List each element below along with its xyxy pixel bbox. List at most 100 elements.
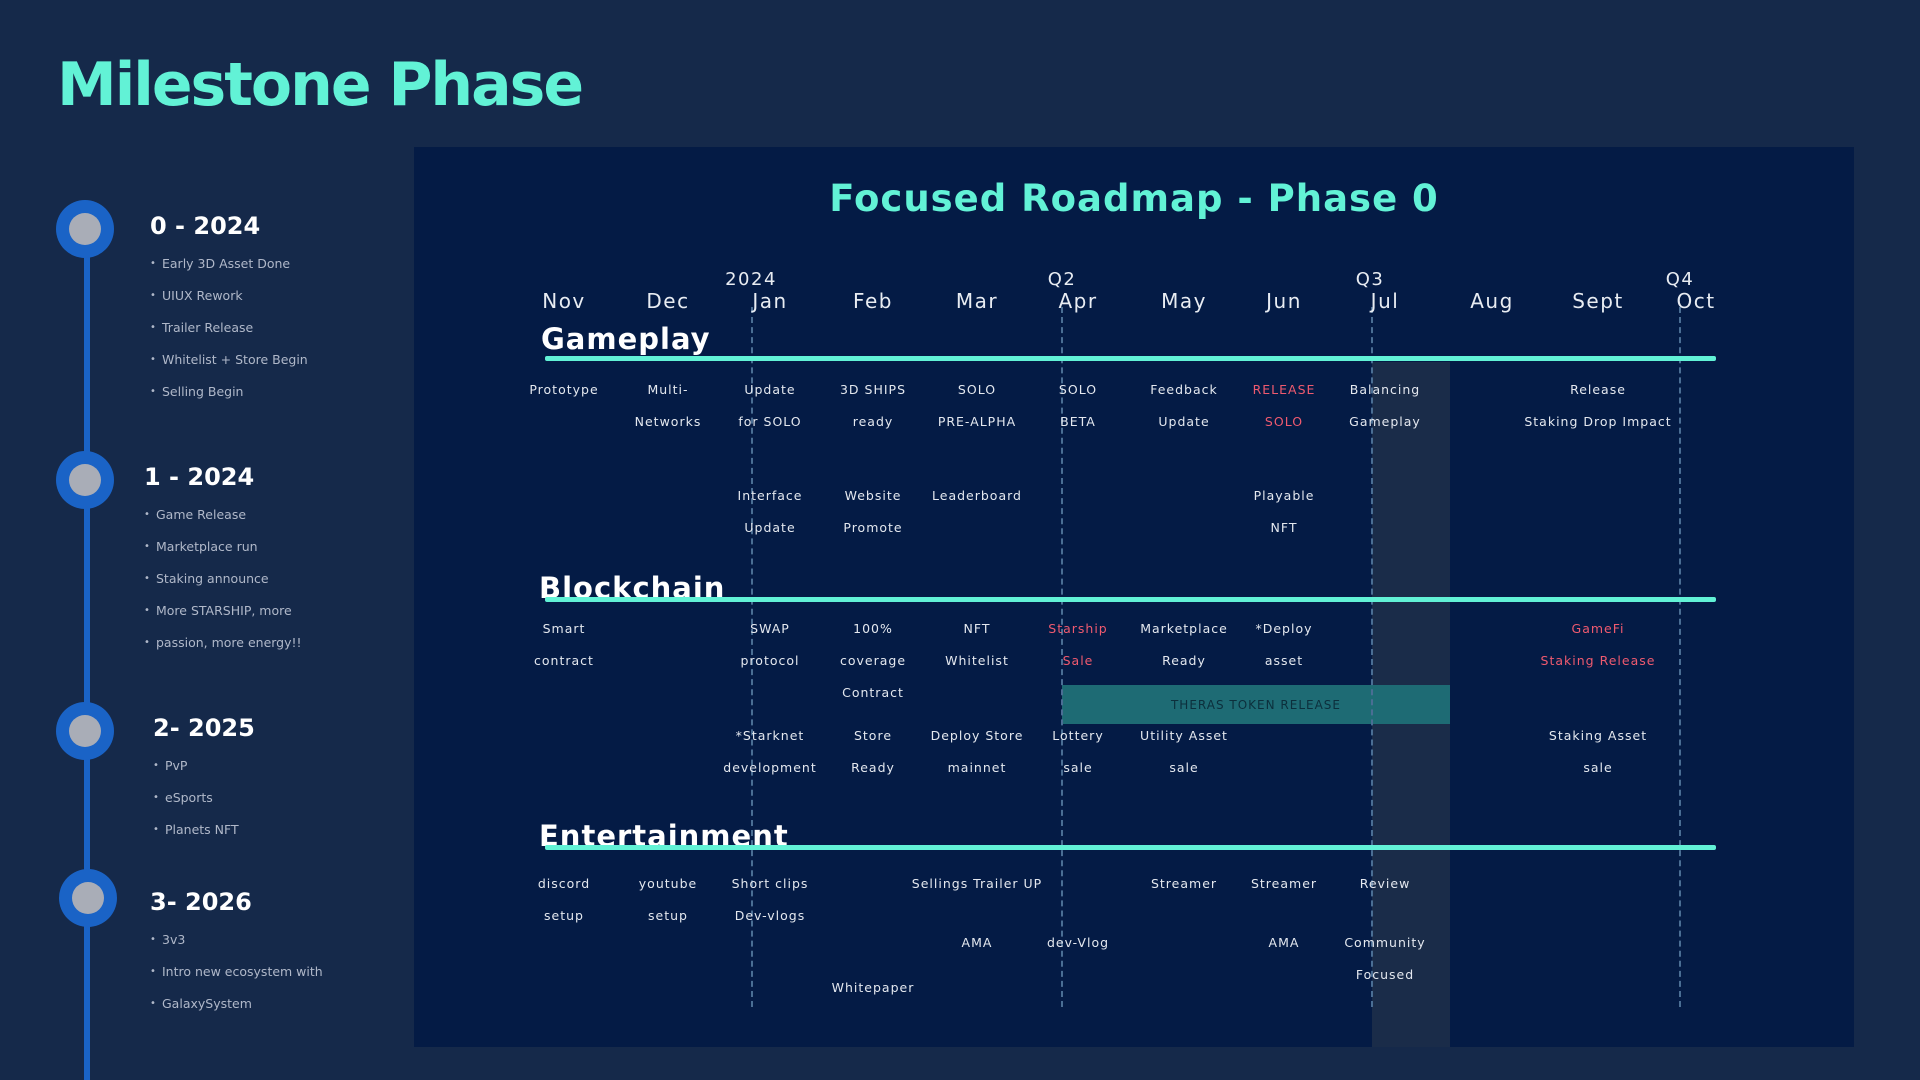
roadmap-task: Review [1360, 868, 1411, 900]
roadmap-task: Sellings Trailer UP [912, 868, 1042, 900]
task-line: NFT [1270, 520, 1298, 535]
milestone-item: 3v3 [150, 924, 323, 956]
month-label: Jul [1370, 289, 1400, 313]
task-line: Website [844, 488, 902, 503]
month-label: Apr [1058, 289, 1098, 313]
month-label: Oct [1676, 289, 1716, 313]
milestone-node-2 [56, 702, 114, 760]
roadmap-task: Leaderboard [932, 480, 1022, 512]
roadmap-task: Streamer [1251, 868, 1317, 900]
task-line: sale [1583, 760, 1613, 775]
roadmap-task: Staking Asset sale [1549, 720, 1647, 784]
milestone-timeline-line [84, 228, 90, 1080]
task-line: Update [1158, 414, 1210, 429]
task-line: asset [1264, 653, 1304, 668]
token-release-bar: THERAS TOKEN RELEASE [1062, 685, 1450, 724]
section-line-blockchain [545, 597, 1716, 602]
task-line: RELEASE [1252, 382, 1316, 397]
milestone-item: More STARSHIP, more [144, 595, 302, 627]
task-line: Staking Drop Impact [1524, 414, 1672, 429]
milestone-1: 1 - 2024Game ReleaseMarketplace runStaki… [144, 463, 302, 659]
roadmap-task: Smart contract [534, 613, 594, 677]
quarter-label: 2024 [725, 269, 777, 290]
milestone-items: 3v3Intro new ecosystem withGalaxySystem [150, 924, 323, 1020]
section-line-entertainment [545, 845, 1716, 850]
task-line: *Starknet [735, 728, 805, 743]
roadmap-task: discord setup [538, 868, 590, 932]
task-line: Ready [851, 760, 895, 775]
quarter-divider [1371, 307, 1373, 1007]
task-line: Balancing [1349, 382, 1421, 397]
month-label: Jan [752, 289, 788, 313]
roadmap-task: Multi- Networks [635, 374, 702, 438]
task-line: AMA [1268, 935, 1300, 950]
task-line: Whitepaper [831, 980, 915, 995]
task-line: Short clips [731, 876, 809, 891]
task-line: Release [1570, 382, 1626, 397]
task-line: Lottery [1052, 728, 1104, 743]
task-line: contract [534, 653, 594, 668]
task-line: development [723, 760, 817, 775]
milestone-node-0 [56, 200, 114, 258]
month-label: Nov [542, 289, 586, 313]
task-line: Review [1359, 876, 1411, 891]
task-line: sale [1169, 760, 1199, 775]
milestone-heading: 3- 2026 [150, 888, 252, 916]
task-line: SWAP [750, 621, 790, 636]
roadmap-task: Utility Asset sale [1140, 720, 1228, 784]
milestone-node-3 [59, 869, 117, 927]
task-line: Streamer [1150, 876, 1218, 891]
task-line: Staking Asset [1548, 728, 1648, 743]
task-line: Networks [634, 414, 702, 429]
task-line: setup [544, 908, 584, 923]
milestone-heading: 2- 2025 [153, 714, 255, 742]
task-line: Dev-vlogs [734, 908, 806, 923]
task-line: Multi- [647, 382, 689, 397]
task-line: Starship [1048, 621, 1108, 636]
task-line: BETA [1060, 414, 1096, 429]
task-line: GameFi [1571, 621, 1625, 636]
milestone-item: Staking announce [144, 563, 302, 595]
month-label: Jun [1266, 289, 1302, 313]
quarter-divider [1061, 307, 1063, 1007]
milestone-3: 3- 2026 3v3Intro new ecosystem withGalaxy… [150, 888, 323, 1020]
roadmap-task: Whitepaper [832, 972, 915, 1004]
task-line: Utility Asset [1140, 728, 1228, 743]
month-label: Dec [646, 289, 690, 313]
task-line: mainnet [947, 760, 1007, 775]
milestone-heading: 1 - 2024 [144, 463, 255, 491]
roadmap-task: AMA [1269, 927, 1300, 959]
task-line: Ready [1162, 653, 1206, 668]
milestone-item: Planets NFT [153, 814, 255, 846]
task-line: SOLO [1264, 414, 1304, 429]
task-line: Marketplace [1140, 621, 1228, 636]
task-line: Leaderboard [932, 488, 1022, 503]
task-line: Focused [1355, 967, 1415, 982]
month-label: Feb [853, 289, 893, 313]
milestone-item: Game Release [144, 499, 302, 531]
task-line: *Deploy [1255, 621, 1313, 636]
task-line: Feedback [1150, 382, 1218, 397]
roadmap-panel: Focused Roadmap - Phase 0 THERAS TOKEN R… [414, 147, 1854, 1047]
task-line: Gameplay [1349, 414, 1421, 429]
roadmap-task: AMA [962, 927, 993, 959]
task-line: Sale [1062, 653, 1094, 668]
task-line: discord [537, 876, 591, 891]
quarter-divider [1679, 307, 1681, 1007]
task-line: Smart [542, 621, 586, 636]
task-line: Update [744, 520, 796, 535]
task-line: NFT [963, 621, 991, 636]
month-label: Mar [955, 289, 999, 313]
